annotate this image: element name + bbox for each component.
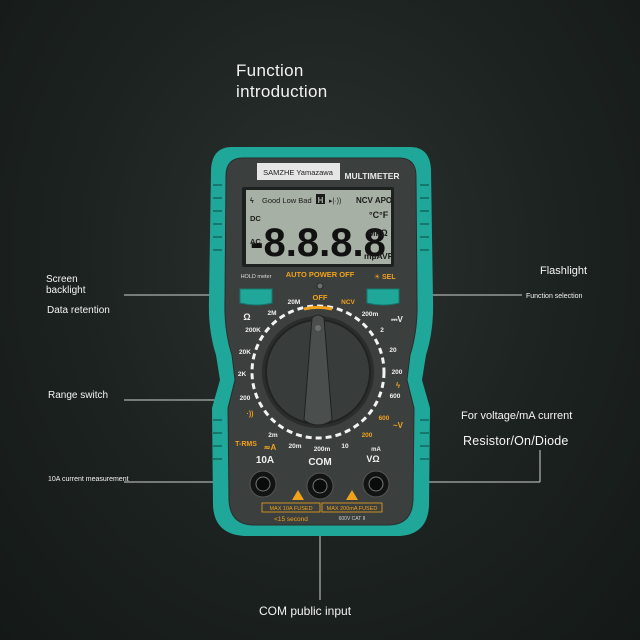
jack-10a[interactable] bbox=[249, 470, 277, 498]
dial-labels: OFF NCV 20M 2M 200K 20K 2K 200 200m 2 20… bbox=[235, 293, 404, 453]
dial-200ac: 200 bbox=[362, 432, 373, 439]
ac-volt-icon: ~V bbox=[393, 421, 404, 430]
callout-data-retention: Data retention bbox=[47, 305, 110, 316]
dial-trms: T-RMS bbox=[235, 441, 257, 448]
dial-pointer bbox=[303, 314, 333, 426]
brand-text: SAMZHE Yamazawa bbox=[263, 168, 334, 177]
lcd-ncv-apo: NCV APO bbox=[356, 196, 392, 205]
callout-com-input: COM public input bbox=[259, 604, 352, 618]
dial-ohm-symbol: Ω bbox=[243, 312, 250, 322]
model-text: MULTIMETER bbox=[344, 171, 399, 181]
dial-ncv: NCV bbox=[341, 299, 355, 306]
continuity-icon: ·)) bbox=[247, 411, 254, 418]
callout-10a-current: 10A current measurement bbox=[48, 476, 129, 483]
cat-rating-text: 600V CAT II bbox=[339, 516, 366, 522]
brand-plate bbox=[257, 163, 340, 180]
dial-20k: 20K bbox=[239, 349, 251, 356]
flashlight-lens-icon bbox=[316, 282, 324, 290]
lcd-temp-units: °C°F bbox=[369, 210, 389, 220]
dial-off: OFF bbox=[313, 293, 328, 302]
lcd-hold-indicator: H bbox=[318, 196, 324, 205]
dc-volt-icon: ⎓V bbox=[391, 315, 403, 324]
dial-20m: 20M bbox=[288, 299, 301, 306]
warn-10a-text: MAX 10A FUSED bbox=[269, 506, 312, 512]
dial-indicator-dot bbox=[315, 325, 321, 331]
amp-icon: ≂A bbox=[264, 443, 277, 452]
sel-button[interactable] bbox=[366, 288, 400, 306]
sel-label: SEL bbox=[382, 274, 396, 281]
jack-ma-label: mA bbox=[371, 447, 381, 453]
lcd-hold-box bbox=[316, 194, 325, 204]
sun-icon: ☀ bbox=[374, 273, 380, 281]
warn-15s-text: <15 second bbox=[274, 516, 308, 523]
auto-power-off-label: AUTO POWER OFF bbox=[286, 270, 355, 279]
dial-200ma: 200m bbox=[314, 446, 331, 453]
warn-10a-plate bbox=[261, 502, 321, 513]
lcd-status-text: Good Low Bad bbox=[262, 196, 312, 205]
dial-2m: 2M bbox=[267, 310, 276, 317]
dial-20v: 20 bbox=[389, 347, 397, 354]
dial-200v: 200 bbox=[392, 369, 403, 376]
dial-20ma: 20m bbox=[288, 443, 301, 450]
dial-2v: 2 bbox=[380, 327, 384, 334]
dial-600ac: 600 bbox=[379, 415, 390, 422]
callout-voltage-ma: For voltage/mA current bbox=[461, 410, 573, 422]
jack-10a-label: 10A bbox=[256, 455, 274, 466]
dial-200mv: 200m bbox=[362, 311, 379, 318]
callout-function-selection: Function selection bbox=[526, 293, 583, 300]
heading-line-1: Function bbox=[236, 61, 304, 80]
hold-meter-label: HOLD meter bbox=[241, 274, 272, 280]
jack-com[interactable] bbox=[306, 472, 334, 500]
lcd-diode-icon: ▸|·)) bbox=[329, 198, 341, 205]
warn-200ma-text: MAX 200mA FUSED bbox=[327, 506, 378, 512]
lcd-res-units: MkΩ bbox=[368, 228, 388, 238]
dial-off-arc bbox=[303, 306, 333, 311]
warning-icon-left bbox=[292, 490, 304, 500]
dial-2k: 2K bbox=[238, 371, 247, 378]
callout-screen-line-1: Screen bbox=[46, 274, 78, 285]
dial-bolt-icon: ϟ bbox=[396, 381, 401, 390]
lcd-digits: -8.8.8.8 bbox=[250, 221, 386, 265]
lcd-small-units: mµAVF bbox=[364, 251, 393, 261]
page-heading: Function introduction bbox=[236, 60, 396, 102]
warn-200ma-plate bbox=[321, 502, 383, 513]
callout-flashlight: Flashlight bbox=[540, 265, 588, 277]
lcd-bolt-icon: ϟ bbox=[250, 198, 254, 205]
callout-screen-backlight: Screen backlight bbox=[46, 274, 85, 296]
jack-vohm[interactable] bbox=[362, 470, 390, 498]
jack-com-label: COM bbox=[308, 457, 331, 468]
lcd-ac: AC bbox=[250, 237, 261, 246]
callout-screen-line-2: backlight bbox=[46, 285, 86, 296]
heading-line-2: introduction bbox=[236, 82, 328, 101]
dial-200-ohm: 200 bbox=[240, 395, 251, 402]
jack-vohm-label: VΩ bbox=[366, 454, 379, 464]
callout-resistor-diode: Resistor/On/Diode bbox=[463, 434, 569, 448]
dial-200k: 200K bbox=[245, 327, 261, 334]
bumper-ribs bbox=[213, 184, 429, 460]
lcd-dc: DC bbox=[250, 214, 261, 223]
callout-range-switch: Range switch bbox=[48, 390, 109, 401]
warning-icon-right bbox=[346, 490, 358, 500]
dial-2ma: 2m bbox=[268, 432, 278, 439]
dial-600v: 600 bbox=[390, 393, 401, 400]
dial-10a: 10 bbox=[341, 443, 349, 450]
hold-button[interactable] bbox=[239, 288, 273, 306]
